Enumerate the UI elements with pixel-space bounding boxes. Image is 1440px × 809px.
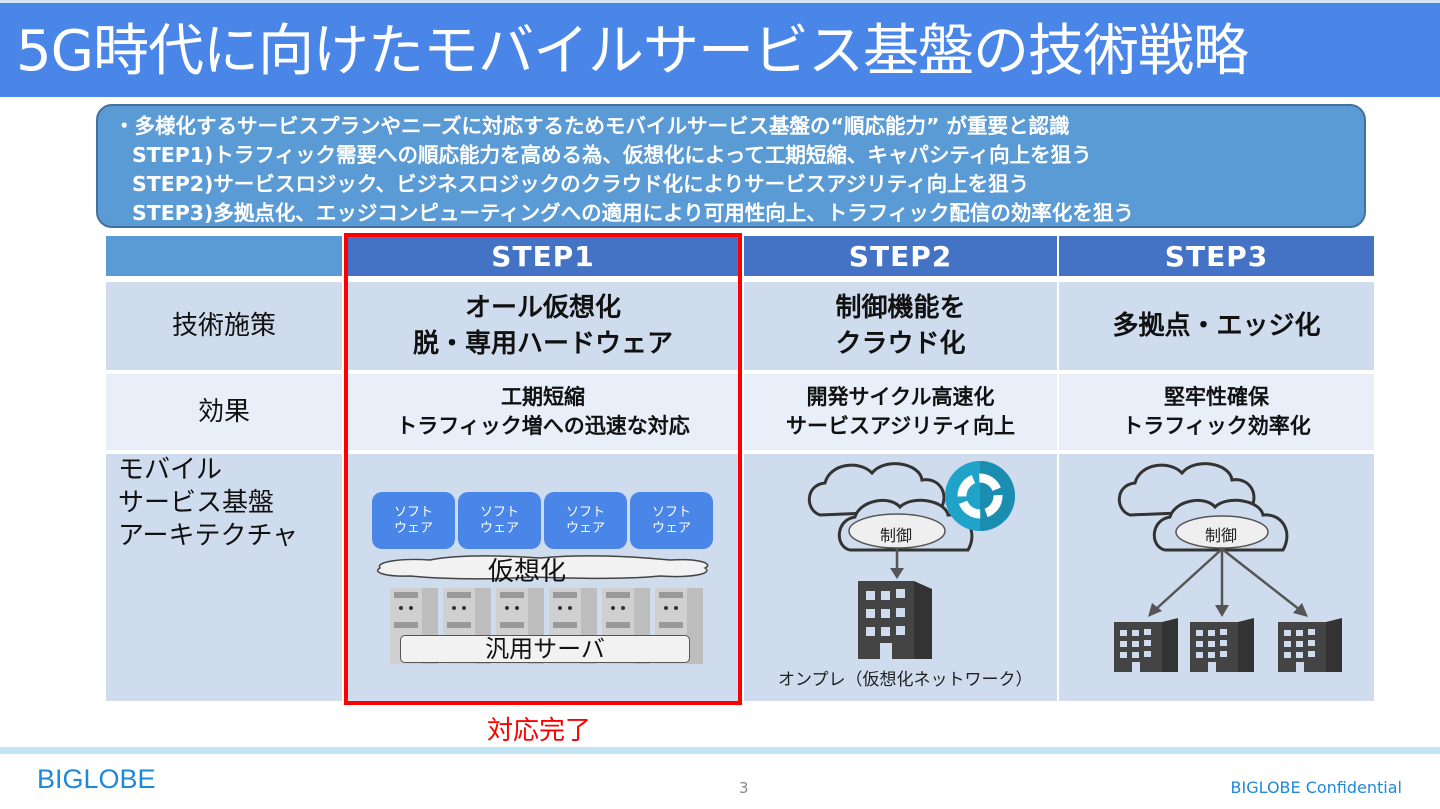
cell-line: トラフィック効率化 xyxy=(1122,414,1311,438)
cell-step2-measures: 制御機能を クラウド化 xyxy=(744,282,1057,370)
building-icon xyxy=(1278,618,1342,672)
building-icon xyxy=(858,581,932,659)
title-bar: 5G時代に向けたモバイルサービス基盤の技術戦略 xyxy=(0,0,1440,97)
sync-icon[interactable] xyxy=(944,460,1016,532)
cell-line: サービスアジリティ向上 xyxy=(786,414,1015,438)
cell-line: クラウド化 xyxy=(835,329,966,359)
header-step1: STEP1 xyxy=(344,236,742,276)
sw-line: ウェア xyxy=(651,520,691,536)
arrow-icon xyxy=(1293,603,1308,617)
arrow-icon xyxy=(1148,603,1162,617)
virtualization-cloud-icon xyxy=(377,555,709,580)
arrow-down-icon xyxy=(890,568,904,579)
control-ellipse xyxy=(1175,515,1269,549)
row-label-architecture: モバイル サービス基盤 アーキテクチャ xyxy=(106,454,342,701)
cell-step3-measures: 多拠点・エッジ化 xyxy=(1059,282,1374,370)
summary-line-intro: ・多様化するサービスプランやニーズに対応するためモバイルサービス基盤の“順応能力… xyxy=(114,114,1070,138)
header-step3: STEP3 xyxy=(1059,236,1374,276)
software-box: ソフトウェア xyxy=(458,492,541,549)
software-box: ソフトウェア xyxy=(544,492,627,549)
step2-cloud-diagram xyxy=(807,462,974,659)
arrow-icon xyxy=(1215,605,1229,617)
sw-line: ソフト xyxy=(393,504,433,520)
footer-divider xyxy=(0,747,1440,754)
cell-line: トラフィック増への迅速な対応 xyxy=(396,414,690,438)
building-icon xyxy=(1190,618,1254,672)
cell-line: 脱・専用ハードウェア xyxy=(412,329,673,359)
sw-line: ウェア xyxy=(479,520,519,536)
building-icon xyxy=(1114,618,1178,672)
software-box: ソフトウェア xyxy=(372,492,455,549)
strategy-table: STEP1 STEP2 STEP3 技術施策 オール仮想化 脱・専用ハードウェア… xyxy=(106,236,1374,701)
page-number: 3 xyxy=(739,779,749,797)
biglobe-logo: BIGLOBE xyxy=(37,764,156,794)
summary-line-step1: STEP1)トラフィック需要への順応能力を高める為、仮想化によって工期短縮、キャ… xyxy=(132,143,1092,167)
cell-step1-measures: オール仮想化 脱・専用ハードウェア xyxy=(344,282,742,370)
label-line: サービス基盤 xyxy=(118,488,275,518)
cell-step2-effects: 開発サイクル高速化 サービスアジリティ向上 xyxy=(744,374,1057,450)
cell-line: 制御機能を xyxy=(835,293,966,323)
header-blank xyxy=(106,236,342,276)
label-line: モバイル xyxy=(118,455,223,485)
virtualization-label: 仮想化 xyxy=(488,557,567,587)
software-box: ソフトウェア xyxy=(630,492,713,549)
cell-line: オール仮想化 xyxy=(464,293,621,323)
cell-line: 堅牢性確保 xyxy=(1164,385,1269,409)
cloud-icon xyxy=(1117,462,1256,517)
summary-line-step3: STEP3)多拠点化、エッジコンピューティングへの適用により可用性向上、トラフィ… xyxy=(132,201,1134,225)
cell-step3-effects: 堅牢性確保 トラフィック効率化 xyxy=(1059,374,1374,450)
sw-line: ソフト xyxy=(479,504,519,520)
sw-line: ソフト xyxy=(651,504,691,520)
row-label-measures: 技術施策 xyxy=(106,282,342,370)
step1-done-label: 対応完了 xyxy=(487,716,592,746)
summary-line-step2: STEP2)サービスロジック、ビジネスロジックのクラウド化によりサービスアジリテ… xyxy=(132,172,1030,196)
onpremise-label: オンプレ（仮想化ネットワーク） xyxy=(778,670,1033,690)
sw-line: ソフト xyxy=(565,504,605,520)
cell-line: 開発サイクル高速化 xyxy=(806,385,995,409)
sw-line: ウェア xyxy=(393,520,433,536)
cloud-icon xyxy=(807,462,946,517)
cell-line: 工期短縮 xyxy=(501,385,585,409)
summary-box: ・多様化するサービスプランやニーズに対応するためモバイルサービス基盤の“順応能力… xyxy=(96,104,1366,228)
step2-control-label: 制御 xyxy=(880,526,913,545)
row-label-effects: 効果 xyxy=(106,374,342,450)
label-line: アーキテクチャ xyxy=(118,521,299,551)
cell-step1-effects: 工期短縮 トラフィック増への迅速な対応 xyxy=(344,374,742,450)
header-step2: STEP2 xyxy=(744,236,1057,276)
confidential-label: BIGLOBE Confidential xyxy=(1230,778,1403,797)
slide-title: 5G時代に向けたモバイルサービス基盤の技術戦略 xyxy=(16,19,1249,84)
cell-line: 多拠点・エッジ化 xyxy=(1112,311,1321,341)
step3-edge-diagram xyxy=(1114,462,1342,672)
sw-line: ウェア xyxy=(565,520,605,536)
general-server-label: 汎用サーバ xyxy=(400,635,690,663)
step3-control-label: 制御 xyxy=(1205,526,1238,545)
